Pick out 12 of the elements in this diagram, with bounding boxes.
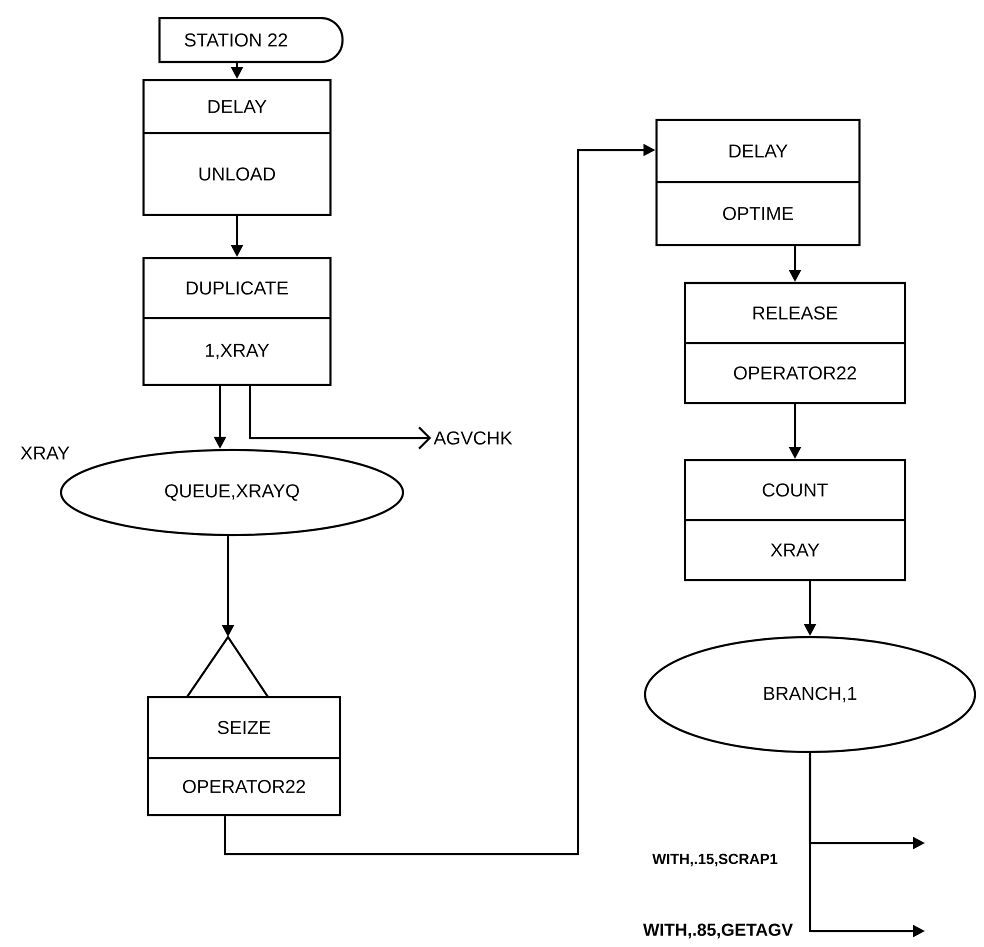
edge-label: WITH,.85,GETAGV [642,922,794,940]
block-label: AGVCHK [434,431,512,445]
process-block: DUPLICATE 1,XRAY [142,256,332,386]
process-block: DELAY OPTIME [655,118,861,246]
arrow [248,386,432,450]
seize-block: SEIZE OPERATOR22 [146,635,342,816]
station-block: STATION 22 [158,16,344,64]
process-block: DELAY UNLOAD [142,78,332,216]
process-block: COUNT XRAY [684,458,906,582]
ellipse-block: BRANCH,1 [644,636,976,754]
process-block: RELEASE OPERATOR22 [684,282,906,404]
edge-label: WITH,.15,SCRAP1 [650,852,780,868]
